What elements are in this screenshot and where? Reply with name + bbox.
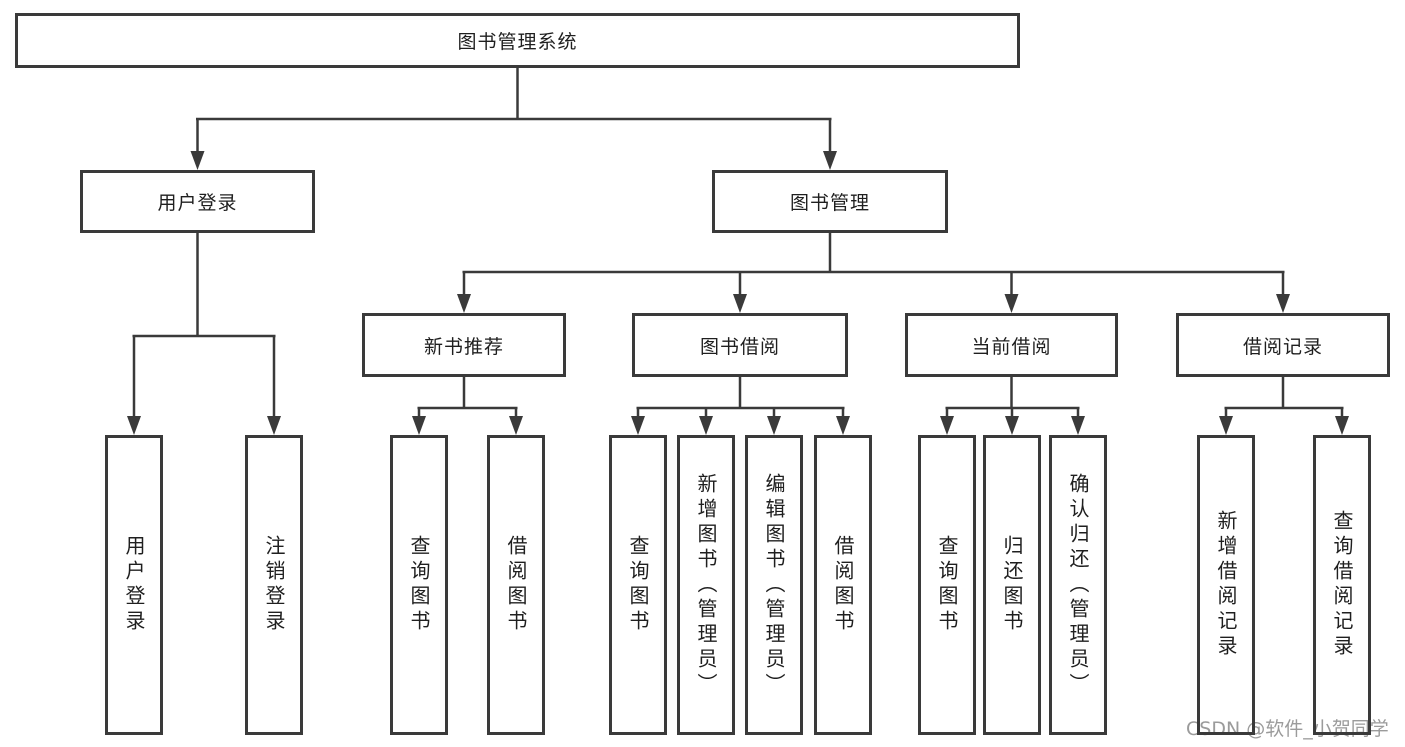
node-book-borrowing: 图书借阅 <box>632 313 848 377</box>
leaf-return-books: 归还图书 <box>983 435 1041 735</box>
node-new-book-recommendation: 新书推荐 <box>362 313 566 377</box>
arrowheads <box>127 151 1349 435</box>
leaf-add-book-admin: 新增图书（管理员） <box>677 435 735 735</box>
leaf-user-login: 用户登录 <box>105 435 163 735</box>
node-current-borrowing: 当前借阅 <box>905 313 1118 377</box>
leaf-borrow-books-recommend: 借阅图书 <box>487 435 545 735</box>
node-library-management-system: 图书管理系统 <box>15 13 1020 68</box>
leaf-logout: 注销登录 <box>245 435 303 735</box>
leaf-query-books-borrowing: 查询图书 <box>609 435 667 735</box>
node-user-login: 用户登录 <box>80 170 315 233</box>
leaf-query-books-current: 查询图书 <box>918 435 976 735</box>
leaf-query-books-recommend: 查询图书 <box>390 435 448 735</box>
leaf-borrow-books-borrowing: 借阅图书 <box>814 435 872 735</box>
node-book-management: 图书管理 <box>712 170 948 233</box>
leaf-query-borrow-record: 查询借阅记录 <box>1313 435 1371 735</box>
leaf-confirm-return-admin: 确认归还（管理员） <box>1049 435 1107 735</box>
leaf-add-borrow-record: 新增借阅记录 <box>1197 435 1255 735</box>
node-borrowing-records: 借阅记录 <box>1176 313 1390 377</box>
leaf-edit-book-admin: 编辑图书（管理员） <box>745 435 803 735</box>
